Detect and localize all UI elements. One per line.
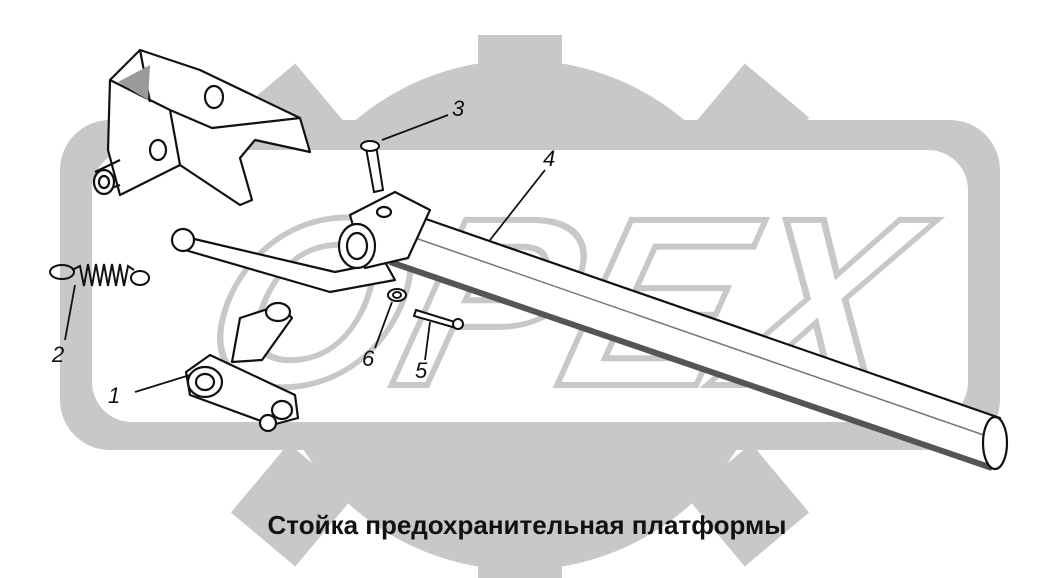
rod-part bbox=[170, 190, 1009, 471]
callout-1: 1 bbox=[108, 383, 120, 408]
leader-3 bbox=[381, 114, 449, 141]
callout-2: 2 bbox=[51, 342, 64, 367]
cotter-pin-part bbox=[412, 308, 464, 330]
leader-4 bbox=[489, 169, 546, 241]
diagram-caption: Стойка предохранительная платформы bbox=[267, 510, 787, 540]
callout-3: 3 bbox=[452, 96, 465, 121]
callout-5: 5 bbox=[415, 358, 428, 383]
pin-part bbox=[360, 140, 385, 194]
washer-part bbox=[387, 288, 407, 302]
callout-leaders bbox=[64, 114, 546, 393]
leader-1 bbox=[134, 374, 191, 393]
leader-6 bbox=[374, 301, 393, 349]
callout-4: 4 bbox=[543, 146, 555, 171]
leader-2 bbox=[64, 284, 76, 341]
bracket-part bbox=[92, 48, 312, 207]
spring-part bbox=[49, 263, 150, 287]
callout-labels: 1 2 3 4 5 6 bbox=[51, 96, 555, 408]
callout-6: 6 bbox=[362, 346, 375, 371]
lever-plate-part bbox=[184, 301, 300, 433]
leader-5 bbox=[424, 321, 431, 361]
